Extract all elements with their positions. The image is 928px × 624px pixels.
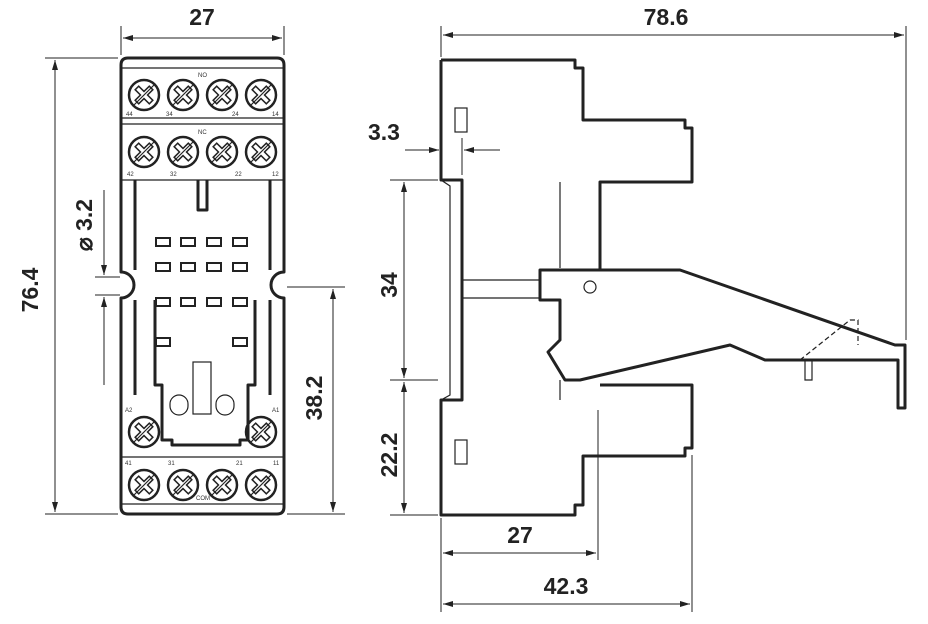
screw-terminal-icon [166,135,200,169]
label-24: 24 [232,112,239,118]
dim-side-width: 78.6 [644,4,689,30]
screw-terminal-icon [127,415,161,449]
dim-front-height: 76.4 [17,267,43,312]
label-44: 44 [126,112,133,118]
screw-terminal-icon [127,78,161,112]
label-14: 14 [272,112,279,118]
label-com: COM [196,496,210,502]
screw-terminal-icon [244,78,278,112]
dim-rail-height: 34 [376,272,402,298]
screw-terminal-icon [244,468,278,502]
screw-terminal-icon [205,78,239,112]
label-34: 34 [166,112,173,118]
label-12: 12 [272,172,279,178]
label-22: 22 [235,172,242,178]
front-dimensions: 27 76.4 ⌀ 3.2 38.2 [17,4,345,515]
label-21: 21 [236,461,243,467]
screw-terminal-icon [205,468,239,502]
dim-side-base-42: 42.3 [544,573,589,599]
screw-terminal-icon [166,468,200,502]
side-view [439,58,907,517]
screw-terminal-icon [244,135,278,169]
dim-side-base-27: 27 [507,522,533,548]
dim-rail-offset: 3.3 [368,119,400,145]
dim-lower-offset: 22.2 [376,433,402,478]
screw-terminals [127,78,278,502]
screw-terminal-icon [166,78,200,112]
front-view: NO NC COM 44 34 24 14 42 32 22 12 A2 A1 … [119,56,286,516]
pin-slots [155,237,248,347]
dim-front-width: 27 [189,4,215,30]
label-a1: A1 [272,408,280,414]
label-no: NO [198,73,207,79]
label-32: 32 [170,172,177,178]
screw-terminal-icon [127,135,161,169]
dim-hole-diameter: ⌀ 3.2 [71,199,97,251]
label-a2: A2 [125,408,133,414]
label-42: 42 [127,172,134,178]
label-31: 31 [168,461,175,467]
label-11: 11 [273,461,280,467]
side-dimensions: 78.6 3.3 34 22.2 27 42.3 [368,4,907,612]
label-nc: NC [198,130,207,136]
screw-terminal-icon [244,415,278,449]
screw-terminal-icon [205,135,239,169]
dim-lower-height: 38.2 [301,376,327,421]
screw-terminal-icon [127,468,161,502]
label-41: 41 [125,461,132,467]
